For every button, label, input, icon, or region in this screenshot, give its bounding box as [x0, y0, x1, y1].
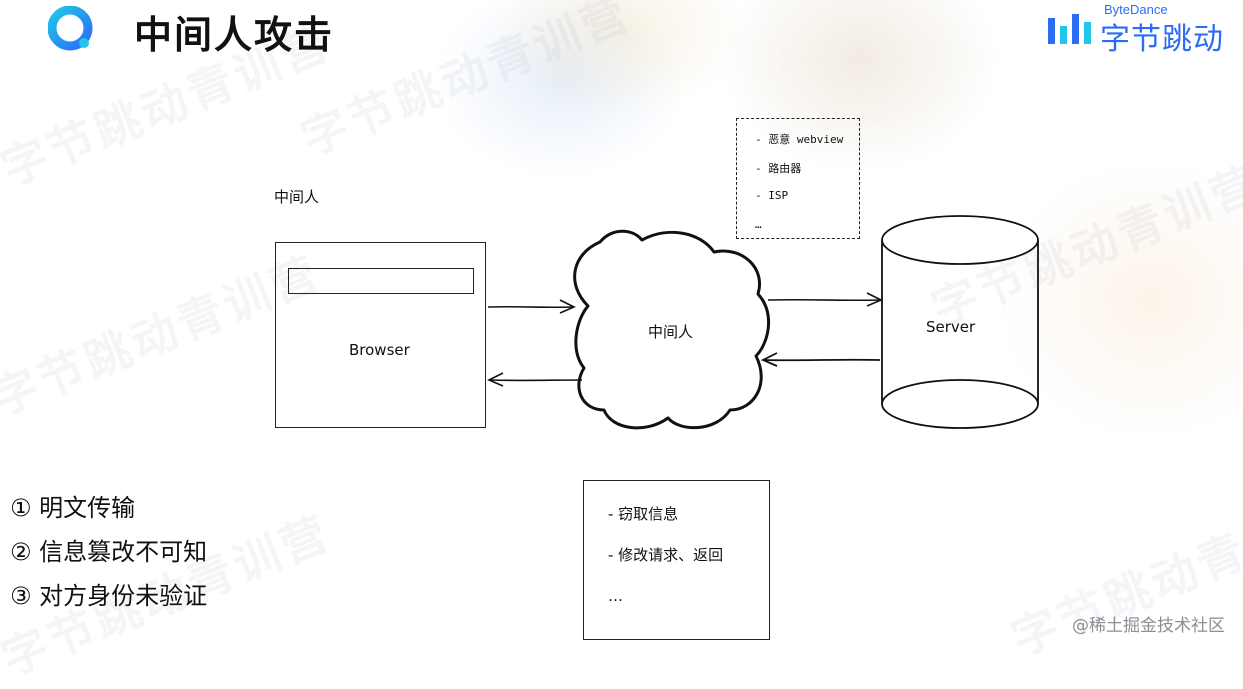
- attack-action-item: - 窃取信息: [608, 505, 679, 523]
- browser-label: Browser: [349, 341, 410, 359]
- logo-q-icon: [48, 6, 93, 51]
- mitm-diagram: 中间人 Browser: [274, 118, 1039, 640]
- attack-source-item: …: [755, 218, 762, 231]
- mitm-label-top: 中间人: [274, 188, 320, 206]
- arrow-mitm-to-browser: [487, 372, 583, 387]
- attack-source-item: - 恶意 webview: [755, 133, 844, 146]
- brand-chinese: 字节跳动: [1100, 22, 1224, 57]
- attack-action-item: …: [608, 587, 623, 605]
- server-cylinder: [881, 215, 1039, 429]
- brand-english: ByteDance: [1104, 2, 1168, 17]
- arrow-mitm-to-server: [767, 292, 883, 307]
- attack-source-item: - 路由器: [755, 162, 802, 175]
- server-label: Server: [926, 318, 976, 336]
- browser-address-bar: [288, 268, 474, 294]
- browser-window: Browser: [275, 242, 486, 428]
- mitm-cloud-shape: [573, 229, 771, 430]
- issue-item: ③ 对方身份未验证: [10, 582, 208, 610]
- attack-actions-box: - 窃取信息 - 修改请求、返回 …: [583, 480, 770, 640]
- issue-item: ② 信息篡改不可知: [10, 538, 208, 566]
- arrow-server-to-mitm: [760, 352, 881, 367]
- attack-action-item: - 修改请求、返回: [608, 546, 724, 564]
- attack-source-item: - ISP: [755, 189, 789, 202]
- footer-credit: @稀土掘金技术社区: [1072, 616, 1225, 636]
- mitm-cloud-label: 中间人: [648, 323, 694, 341]
- issue-list: ① 明文传输 ② 信息篡改不可知 ③ 对方身份未验证: [10, 488, 207, 620]
- issue-item: ① 明文传输: [10, 494, 136, 522]
- slide-header: 中间人攻击 ByteDance 字节跳动: [0, 0, 1243, 60]
- page-title: 中间人攻击: [134, 13, 335, 57]
- bytedance-bars-icon: [1048, 14, 1091, 44]
- attack-sources-box: - 恶意 webview - 路由器 - ISP …: [736, 118, 860, 239]
- diagram-shapes: [487, 215, 1039, 430]
- arrow-browser-to-mitm: [487, 299, 576, 314]
- bytedance-logo: ByteDance 字节跳动: [1046, 2, 1226, 57]
